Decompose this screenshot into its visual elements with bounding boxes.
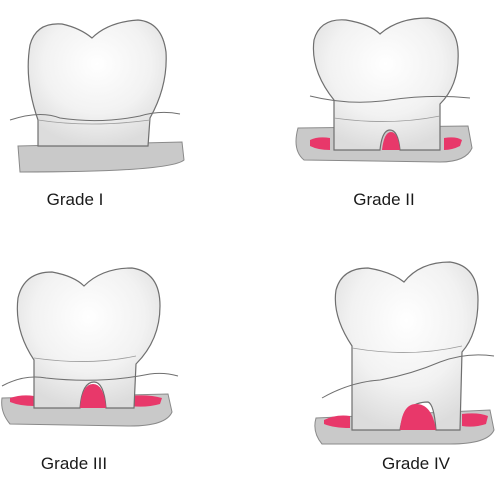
grade-1-label: Grade I	[47, 190, 104, 210]
grade-2-label: Grade II	[353, 190, 414, 210]
tooth-grade-1	[28, 20, 166, 146]
panel-grade-3	[2, 268, 178, 426]
tooth-grade-2	[313, 18, 458, 150]
panel-grade-1	[10, 20, 184, 172]
tooth-grade-4	[335, 262, 478, 430]
panel-grade-2	[296, 18, 472, 162]
grade-3-label: Grade III	[41, 454, 107, 474]
panel-grade-4	[315, 262, 494, 444]
grade-4-label: Grade IV	[382, 454, 450, 474]
